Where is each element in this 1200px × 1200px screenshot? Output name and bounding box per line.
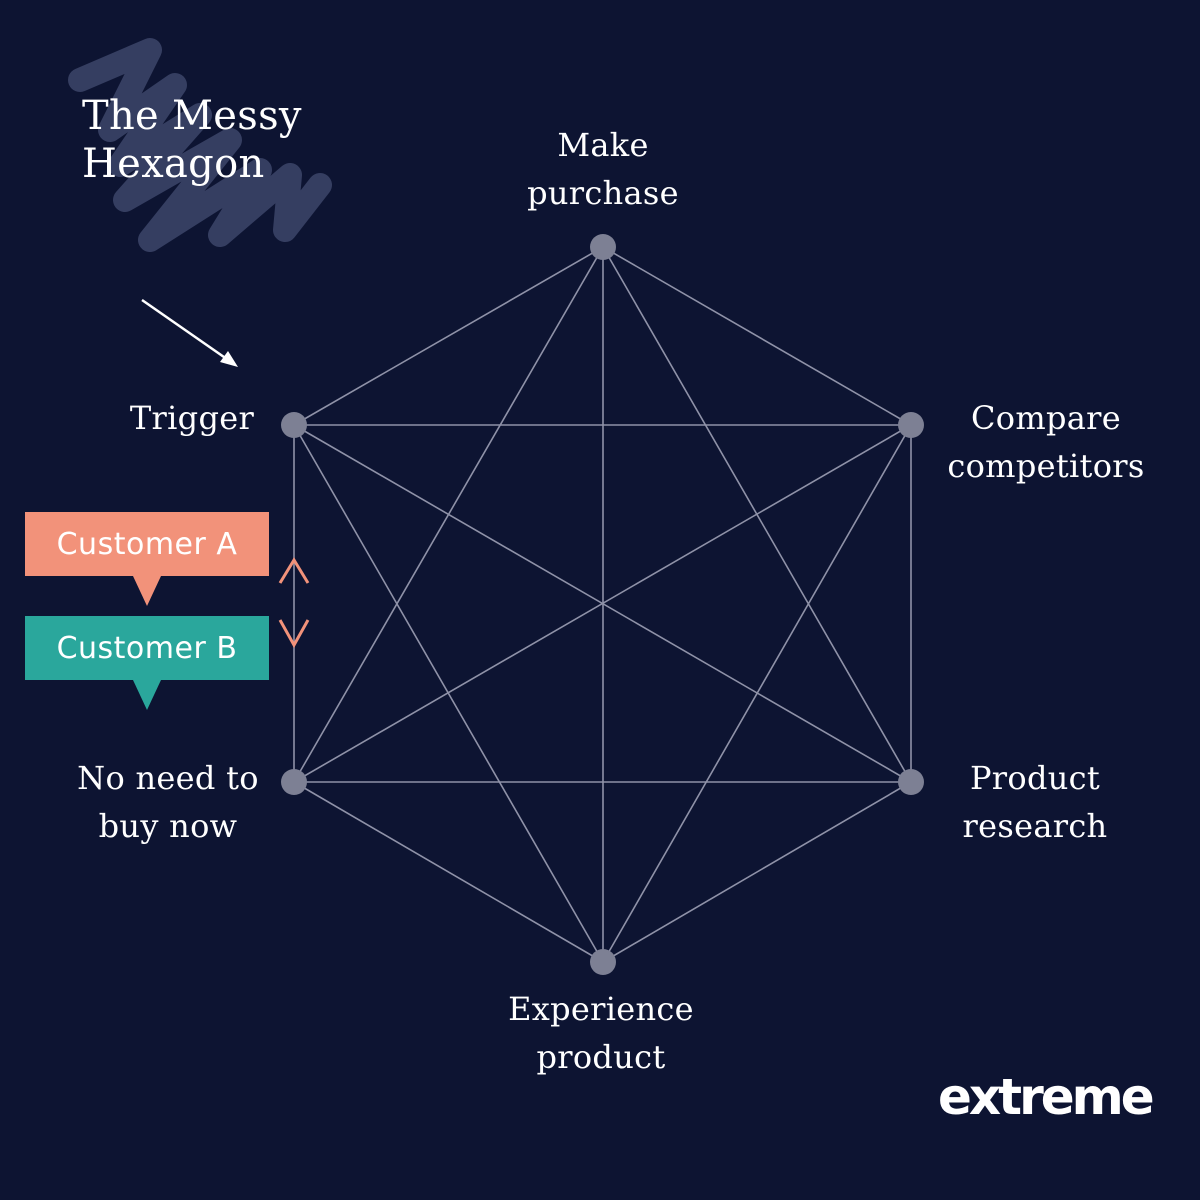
label-line: Make: [557, 126, 649, 164]
node-label-make-purchase: Make purchase: [503, 121, 703, 217]
edges-group: [293, 246, 912, 963]
label-line: buy now: [98, 807, 238, 845]
edge-make-purchase-compare-competitors: [602, 246, 912, 426]
edge-make-purchase-trigger: [293, 246, 604, 426]
node-label-no-need-to-buy: No need to buy now: [58, 754, 278, 850]
title-line-1: The Messy: [82, 93, 302, 139]
label-line: research: [962, 807, 1108, 845]
label-line: competitors: [947, 447, 1145, 485]
label-line: Trigger: [129, 399, 255, 437]
diagram-title: The Messy Hexagon: [82, 92, 382, 188]
label-line: Product: [969, 759, 1101, 797]
node-label-compare-competitors: Compare competitors: [926, 394, 1166, 490]
node-label-trigger: Trigger: [112, 394, 272, 442]
scribble-decoration: [68, 38, 332, 252]
node-no-need-to-buy: [281, 769, 307, 795]
customer-a-tag: Customer A: [25, 512, 269, 606]
edge-experience-product-trigger: [293, 424, 604, 963]
edge-product-research-trigger: [293, 424, 912, 783]
chevron-down-icon: [278, 619, 310, 649]
node-trigger: [281, 412, 307, 438]
customer-b-tag: Customer B: [25, 616, 269, 710]
node-label-experience-product: Experience product: [476, 985, 726, 1081]
customer-b-label: Customer B: [56, 630, 238, 666]
swap-chevrons: [278, 557, 310, 649]
logo-text: extreme: [938, 1068, 1155, 1126]
brand-logo: extreme: [938, 1068, 1155, 1126]
node-compare-competitors: [898, 412, 924, 438]
node-experience-product: [590, 949, 616, 975]
node-label-product-research: Product research: [935, 754, 1135, 850]
node-product-research: [898, 769, 924, 795]
arrow-icon: [141, 298, 238, 367]
node-make-purchase: [590, 234, 616, 260]
edge-product-research-experience-product: [602, 781, 912, 963]
title-line-2: Hexagon: [82, 141, 265, 187]
chevron-up-icon: [278, 557, 310, 584]
edge-experience-product-no-need-to-buy: [293, 781, 604, 963]
label-line: purchase: [527, 174, 679, 212]
nodes-group: [281, 234, 924, 975]
label-line: Experience: [508, 990, 694, 1028]
label-line: product: [536, 1038, 666, 1076]
customer-a-label: Customer A: [56, 526, 238, 562]
label-line: Compare: [971, 399, 1121, 437]
label-line: No need to: [77, 759, 259, 797]
